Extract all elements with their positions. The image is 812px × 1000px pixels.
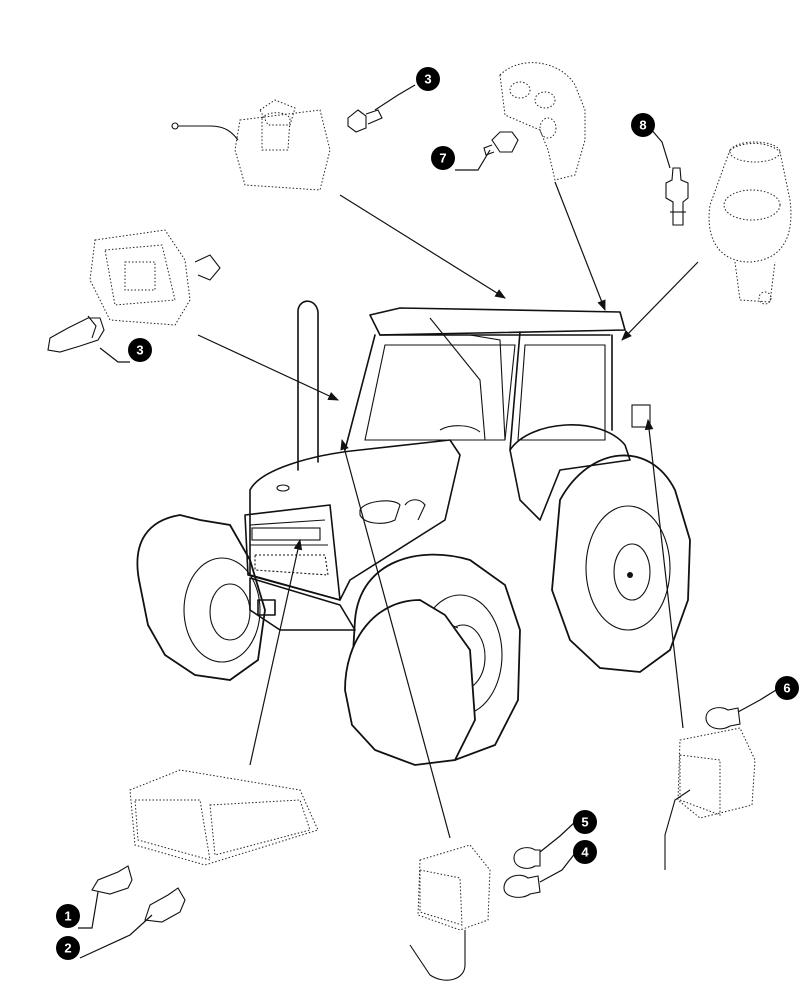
- cab: [344, 307, 626, 451]
- rear-light-unit: [664, 727, 756, 870]
- callout-1-label: 1: [64, 909, 71, 924]
- callout-6: 6: [775, 676, 799, 700]
- bulb-3-left: [47, 315, 105, 353]
- hood: [244, 439, 461, 601]
- callout-3-left-label: 3: [136, 343, 143, 358]
- bulb-8: [665, 167, 689, 226]
- callout-7-label: 7: [439, 151, 446, 166]
- callout-2-label: 2: [64, 941, 71, 956]
- callout-8-label: 8: [639, 118, 646, 133]
- callout-5: 5: [573, 810, 597, 834]
- callout-leaders: [78, 84, 777, 959]
- callout-8: 8: [631, 113, 655, 137]
- front-left-tire: [344, 599, 476, 766]
- rotating-beacon: [708, 141, 792, 305]
- position-lamp: [409, 844, 491, 981]
- bulb-4: [503, 874, 541, 898]
- front-chassis: [249, 577, 356, 631]
- pointer-arrows: [197, 181, 699, 839]
- callout-3-top-label: 3: [424, 72, 431, 87]
- side-marker-lamp: [499, 62, 586, 181]
- callout-7: 7: [431, 146, 455, 170]
- callout-1: 1: [56, 904, 80, 928]
- callout-3-top: 3: [416, 67, 440, 91]
- headlamp-assembly: [129, 769, 319, 866]
- front-work-lamp: [89, 229, 221, 326]
- callout-4: 4: [573, 840, 597, 864]
- bulb-3-top: [347, 109, 383, 133]
- bulb-5: [513, 847, 541, 869]
- callout-3-left: 3: [128, 338, 152, 362]
- bulb-6: [705, 707, 741, 730]
- rear-work-lamp: [171, 99, 331, 191]
- rear-left-tire: [136, 514, 266, 681]
- bulb-1: [91, 865, 133, 895]
- rear-fender: [509, 424, 631, 521]
- tractor: [136, 300, 691, 766]
- callout-4-label: 4: [581, 845, 589, 860]
- callout-2: 2: [56, 936, 80, 960]
- rear-light-mount: [631, 404, 651, 428]
- callout-5-label: 5: [581, 815, 588, 830]
- bulb-7: [483, 131, 519, 156]
- bulb-2: [144, 887, 186, 923]
- callout-6-label: 6: [783, 681, 790, 696]
- rear-right-tire: [551, 454, 691, 673]
- exhaust-pipe: [297, 300, 319, 471]
